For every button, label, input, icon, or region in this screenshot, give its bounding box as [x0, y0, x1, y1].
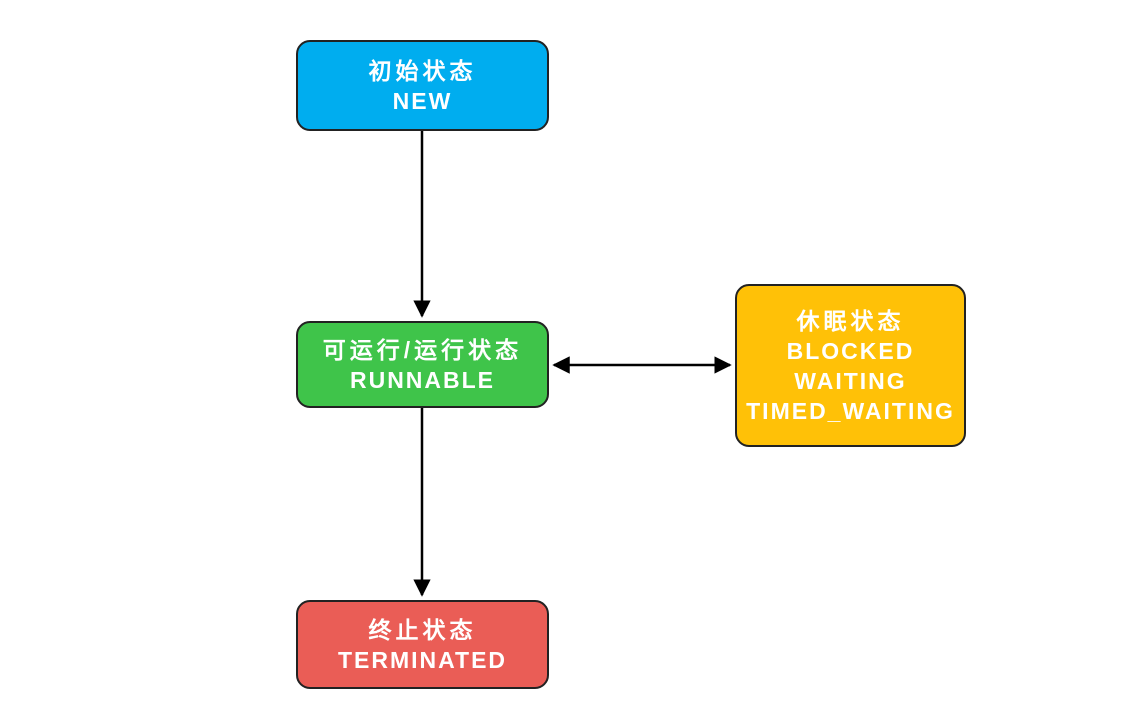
node-terminated: 终止状态 TERMINATED: [296, 600, 549, 689]
node-new: 初始状态 NEW: [296, 40, 549, 131]
node-sleep-label-waiting: WAITING: [794, 367, 907, 394]
node-sleep-label-timed-waiting: TIMED_WAITING: [746, 397, 955, 424]
node-new-label-en: NEW: [392, 87, 453, 114]
node-runnable-label-en: RUNNABLE: [349, 366, 496, 393]
node-sleep-label-blocked: BLOCKED: [786, 337, 915, 364]
node-sleep-label-zh: 休眠状态: [796, 307, 905, 334]
node-terminated-label-zh: 终止状态: [368, 616, 477, 643]
node-sleep: 休眠状态 BLOCKED WAITING TIMED_WAITING: [735, 284, 966, 447]
node-runnable-label-zh: 可运行/运行状态: [322, 336, 523, 363]
node-terminated-label-en: TERMINATED: [337, 646, 508, 673]
node-new-label-zh: 初始状态: [368, 57, 477, 84]
node-runnable: 可运行/运行状态 RUNNABLE: [296, 321, 549, 408]
